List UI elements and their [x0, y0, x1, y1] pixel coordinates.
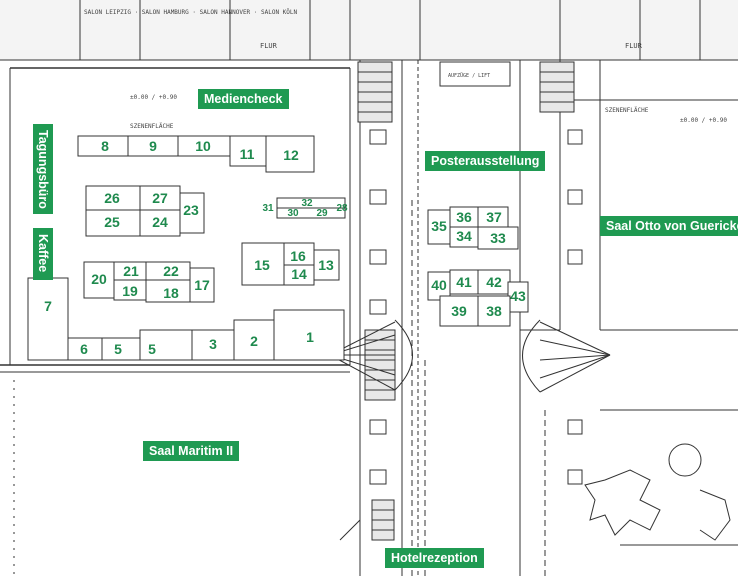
flur-left-text: FLUR	[260, 42, 278, 50]
flur-right-text: FLUR	[625, 42, 643, 50]
level-right-text: ±0.00 / +0.90	[680, 117, 727, 124]
booth-24: 24	[152, 214, 168, 230]
booth-10: 10	[195, 138, 211, 154]
booth-23: 23	[183, 202, 199, 218]
booth-17: 17	[194, 277, 210, 293]
booth-5: 5	[148, 341, 156, 357]
booth-36: 36	[456, 209, 472, 225]
lift-text: AUFZÜGE / LIFT	[448, 72, 490, 79]
booth-22: 22	[163, 263, 179, 279]
booth-16: 16	[290, 248, 306, 264]
booth-9: 9	[149, 138, 157, 154]
szenen-right-text: SZENENFLÄCHE	[605, 107, 649, 114]
booth-1: 1	[306, 329, 314, 345]
booth-31: 31	[262, 203, 274, 214]
booth-40: 40	[431, 277, 447, 293]
booth-38: 38	[486, 303, 502, 319]
top-rooms-text: SALON LEIPZIG · SALON HAMBURG · SALON HA…	[84, 9, 298, 16]
booth-15: 15	[254, 257, 270, 273]
booth-5a: 5	[114, 341, 122, 357]
mediencheck-label: Mediencheck	[198, 89, 289, 109]
booth-29: 29	[316, 208, 328, 219]
booth-14: 14	[291, 266, 307, 282]
tagungsbuero-label: Tagungsbüro	[33, 124, 53, 214]
booth-43: 43	[510, 288, 526, 304]
szenen-left-text: SZENENFLÄCHE	[130, 123, 174, 130]
booth-8: 8	[101, 138, 109, 154]
booth-12: 12	[283, 147, 299, 163]
booth-3: 3	[209, 336, 217, 352]
booth-32: 32	[301, 198, 313, 209]
booth-20: 20	[91, 271, 107, 287]
booth-33: 33	[490, 230, 506, 246]
posterausstellung-label: Posterausstellung	[425, 151, 546, 171]
booth-28: 28	[336, 203, 348, 214]
booth-7: 7	[44, 298, 52, 314]
kaffee-label: Kaffee	[33, 228, 53, 280]
saal-otto-label: Saal Otto von Guericke	[600, 216, 738, 236]
booth-2: 2	[250, 333, 258, 349]
booth-35: 35	[431, 218, 447, 234]
booth-39: 39	[451, 303, 467, 319]
booth-34: 34	[456, 228, 472, 244]
booth-42: 42	[486, 274, 502, 290]
booth-41: 41	[456, 274, 472, 290]
booth-37: 37	[486, 209, 502, 225]
booth-26: 26	[104, 190, 120, 206]
booth-21: 21	[123, 263, 139, 279]
level-left-text: ±0.00 / +0.90	[130, 94, 177, 101]
booth-30: 30	[287, 208, 299, 219]
booth-13: 13	[318, 257, 334, 273]
hotelrezeption-label: Hotelrezeption	[385, 548, 484, 568]
booth-27: 27	[152, 190, 168, 206]
booth-6: 6	[80, 341, 88, 357]
booth-25: 25	[104, 214, 120, 230]
booth-18: 18	[163, 285, 179, 301]
saal-maritim-label: Saal Maritim II	[143, 441, 240, 461]
booth-11: 11	[240, 146, 255, 162]
booth-19: 19	[122, 283, 138, 299]
